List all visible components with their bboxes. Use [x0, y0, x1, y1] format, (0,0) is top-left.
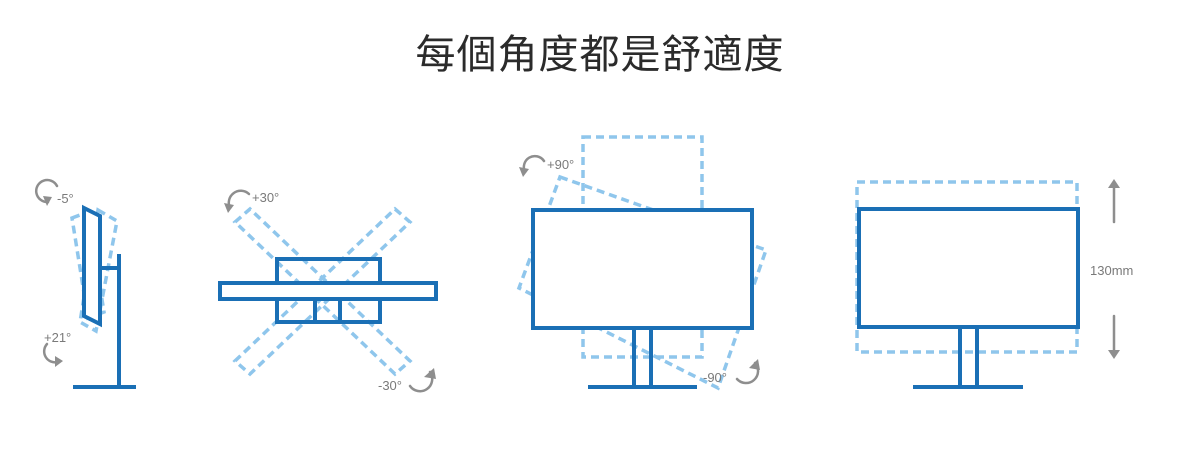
tilt-back-outline	[78, 207, 119, 334]
tilt-back-label: -5°	[57, 191, 74, 206]
rotate-arrow-icon	[408, 368, 436, 393]
vertical-arrow-icon	[1108, 314, 1120, 359]
vertical-arrow-icon	[1108, 179, 1120, 224]
swivel-left-outline	[232, 206, 413, 377]
rotate-arrow-icon	[224, 189, 251, 213]
rotate-arrow-icon	[34, 178, 59, 206]
pivot-cw-label: +90°	[547, 157, 574, 172]
pivot-ccw-label: -90°	[703, 370, 727, 385]
monitor-front-view	[857, 207, 1080, 329]
swivel-illustration: +30° -30°	[218, 189, 438, 393]
swivel-left-label: +30°	[252, 190, 279, 205]
swivel-right-outline	[232, 206, 413, 377]
tilt-illustration: -5° +21°	[34, 178, 136, 389]
tilt-forward-label: +21°	[44, 330, 71, 345]
pivot-illustration: +90° -90°	[516, 135, 769, 391]
swivel-right-label: -30°	[378, 378, 402, 393]
height-range-label: 130mm	[1090, 263, 1133, 278]
rotate-arrow-icon	[735, 359, 760, 385]
monitor-front-view	[531, 208, 754, 330]
height-illustration: 130mm	[855, 179, 1133, 389]
monitor-top-view	[218, 281, 438, 301]
rotate-arrow-icon	[42, 342, 63, 367]
rotate-arrow-icon	[519, 154, 546, 177]
monitor-side-view	[82, 204, 102, 328]
page-title: 每個角度都是舒適度	[415, 32, 785, 78]
